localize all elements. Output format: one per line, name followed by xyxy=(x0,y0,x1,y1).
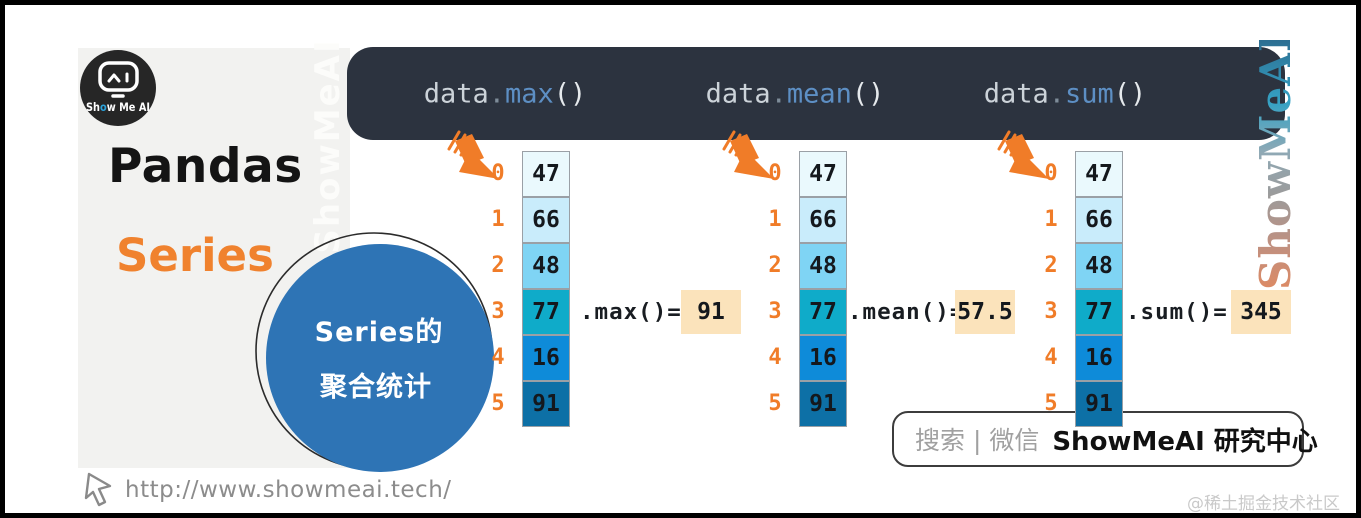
series-cell: 16 xyxy=(522,335,570,381)
code-snippet-mean: data.mean() xyxy=(706,78,885,109)
series-cell: 66 xyxy=(1075,197,1123,243)
code-parens: () xyxy=(1113,78,1147,109)
series-index: 1 xyxy=(768,207,782,232)
code-parens: () xyxy=(553,78,587,109)
series-index: 0 xyxy=(1044,161,1058,186)
arrow-down-right-icon xyxy=(722,130,774,179)
series-index: 5 xyxy=(1044,391,1058,416)
bubble-text-line2: 聚合统计 xyxy=(320,372,432,403)
series-cell: 48 xyxy=(799,243,847,289)
svg-text:Show Me AI: Show Me AI xyxy=(86,100,150,114)
code-dot: . xyxy=(1048,78,1065,109)
code-method: max xyxy=(505,78,554,109)
arrow-down-right-icon xyxy=(447,130,499,179)
series-index: 4 xyxy=(491,345,505,370)
code-dot: . xyxy=(488,78,505,109)
series-index: 2 xyxy=(768,253,782,278)
series-cell: 48 xyxy=(1075,243,1123,289)
aggregation-label: .max()= xyxy=(580,299,682,325)
series-index: 4 xyxy=(768,345,782,370)
series-cell: 48 xyxy=(522,243,570,289)
code-method: mean xyxy=(786,78,852,109)
showmeai-logo: Show Me AI xyxy=(80,50,156,126)
aggregation-result: 345 xyxy=(1231,290,1291,334)
series-index: 5 xyxy=(768,391,782,416)
bubble-circle xyxy=(255,232,494,472)
arrow-down-right-icon xyxy=(997,130,1049,179)
series-cell: 91 xyxy=(1075,381,1123,427)
cursor-icon xyxy=(84,472,112,507)
series-index: 3 xyxy=(1044,299,1058,324)
series-index: 3 xyxy=(491,299,505,324)
code-bar: data.max() data.mean() data.sum() xyxy=(347,47,1285,140)
series-cell: 66 xyxy=(522,197,570,243)
robot-icon: Show Me AI xyxy=(86,61,150,114)
series-cell: 47 xyxy=(1075,151,1123,197)
aggregation-result: 91 xyxy=(681,290,741,334)
code-method: sum xyxy=(1065,78,1114,109)
series-index: 1 xyxy=(491,207,505,232)
series-cell: 47 xyxy=(799,151,847,197)
series-index: 0 xyxy=(768,161,782,186)
page-title: Pandas xyxy=(108,139,303,194)
series-cell: 91 xyxy=(522,381,570,427)
series-index: 0 xyxy=(491,161,505,186)
watermark-left: ShowMeAI xyxy=(308,38,348,254)
aggregation-result: 57.5 xyxy=(955,290,1015,334)
code-object: data xyxy=(983,78,1049,109)
series-index: 2 xyxy=(491,253,505,278)
code-object: data xyxy=(423,78,489,109)
code-parens: () xyxy=(851,78,885,109)
code-snippet-sum: data.sum() xyxy=(984,78,1147,109)
community-credit: @稀土掘金技术社区 xyxy=(1187,494,1340,514)
series-cell: 91 xyxy=(799,381,847,427)
series-cell: 77 xyxy=(1075,289,1123,335)
code-object: data xyxy=(705,78,771,109)
series-cell: 77 xyxy=(799,289,847,335)
search-hint-text: 搜索 | 微信 xyxy=(915,426,1040,455)
code-dot: . xyxy=(770,78,787,109)
series-cell: 77 xyxy=(522,289,570,335)
series-index: 3 xyxy=(768,299,782,324)
website-url: http://www.showmeai.tech/ xyxy=(125,477,452,503)
bubble-text-line1: Series的 xyxy=(314,317,444,348)
series-index: 5 xyxy=(491,391,505,416)
aggregation-label: .sum()= xyxy=(1126,299,1228,325)
code-snippet-max: data.max() xyxy=(424,78,587,109)
series-index: 2 xyxy=(1044,253,1058,278)
watermark-right: ShowMeAI xyxy=(1251,31,1300,290)
series-index: 4 xyxy=(1044,345,1058,370)
aggregation-label: .mean()= xyxy=(848,299,965,325)
series-cell: 47 xyxy=(522,151,570,197)
search-brand-text: ShowMeAI 研究中心 xyxy=(1052,426,1318,457)
series-cell: 66 xyxy=(799,197,847,243)
page-subtitle: Series xyxy=(116,229,274,282)
series-index: 1 xyxy=(1044,207,1058,232)
series-cell: 16 xyxy=(799,335,847,381)
series-cell: 16 xyxy=(1075,335,1123,381)
